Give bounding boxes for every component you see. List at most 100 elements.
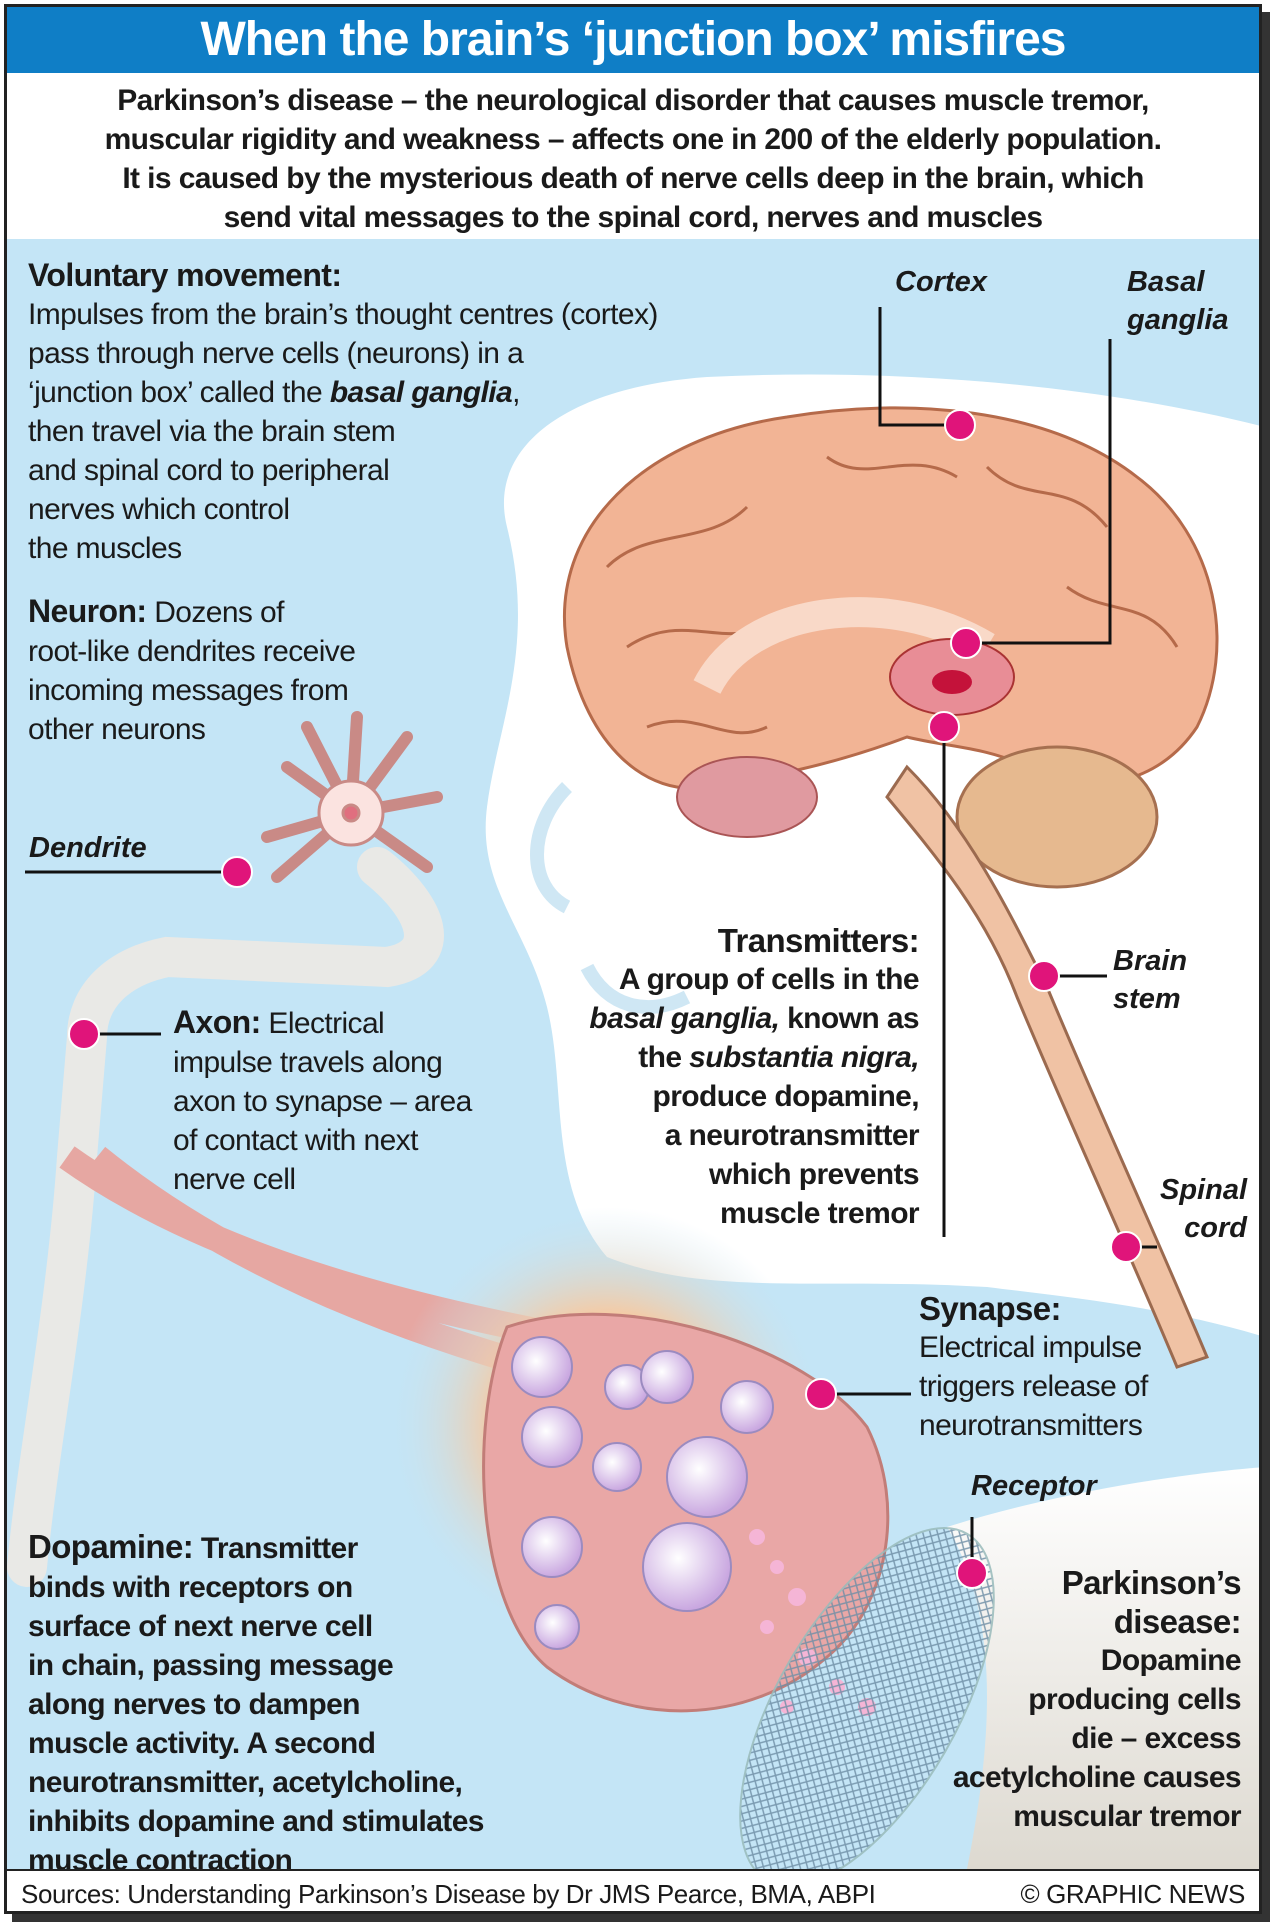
text-line: along nerves to dampen: [28, 1688, 360, 1721]
brain-cerebrum: [563, 406, 1219, 790]
axon-marker: [68, 1018, 100, 1050]
text-line: a neurotransmitter: [664, 1119, 920, 1152]
text-line: die – excess: [1071, 1722, 1241, 1755]
text-segment: Dozens of: [146, 596, 284, 629]
text-segment: ,: [512, 376, 520, 409]
text-line: nerves which control: [28, 493, 290, 526]
text-line: neurotransmitters: [919, 1409, 1143, 1442]
parkinsons-heading: disease:: [1113, 1603, 1242, 1640]
intro-line: send vital messages to the spinal cord, …: [223, 201, 1043, 234]
neuron-cell: [261, 711, 443, 883]
transmitters-text: Transmitters: A group of cells in the ba…: [589, 921, 919, 1233]
text-line: neurotransmitter, acetylcholine,: [28, 1766, 463, 1799]
text-line: A group of cells in the: [618, 963, 920, 996]
parkinsons-text: Parkinson’s disease: Dopamine producing …: [952, 1563, 1242, 1836]
intro-line: It is caused by the mysterious death of …: [122, 162, 1144, 195]
text-line: the substantia nigra,: [589, 1038, 919, 1077]
vesicles: [511, 1336, 774, 1650]
text-line: binds with receptors on: [28, 1571, 353, 1604]
cortex-label: Cortex: [895, 266, 987, 298]
cortex-marker: [944, 409, 976, 441]
basal-ganglia-emphasis: basal ganglia,: [589, 1002, 780, 1035]
text-segment: the: [638, 1041, 690, 1074]
text-line: triggers release of: [919, 1370, 1148, 1403]
label-line: stem: [1113, 983, 1181, 1015]
axon-heading: Axon:: [173, 1004, 261, 1040]
receptor-surface: [739, 1527, 995, 1869]
text-line: the muscles: [28, 532, 182, 565]
text-segment: known as: [779, 1002, 920, 1035]
brain-folds: [605, 455, 1179, 735]
dendrite-marker: [221, 856, 253, 888]
spinal-cord-label: Spinal cord: [1160, 1171, 1247, 1247]
corpus-callosum: [693, 597, 995, 695]
text-line: then travel via the brain stem: [28, 415, 396, 448]
text-line: ‘junction box’ called the basal ganglia,: [28, 373, 658, 412]
label-line: ganglia: [1127, 304, 1229, 336]
synapse-marker: [805, 1378, 837, 1410]
text-line: impulse travels along: [173, 1046, 443, 1079]
intro-line: muscular rigidity and weakness – affects…: [104, 123, 1162, 156]
title: When the brain’s ‘junction box’ misfires: [7, 7, 1259, 73]
text-line: muscle activity. A second: [28, 1727, 376, 1760]
receptor-membrane: [947, 1467, 1259, 1869]
text-line: which prevents: [709, 1158, 920, 1191]
text-line: Dopamine: [1100, 1644, 1242, 1677]
text-line: root-like dendrites receive: [28, 635, 356, 668]
substantia-nigra-emphasis: substantia nigra,: [689, 1041, 919, 1074]
text-line: muscular tremor: [1013, 1800, 1241, 1833]
text-line: produce dopamine,: [652, 1080, 920, 1113]
label-line: Basal: [1127, 266, 1205, 298]
label-line: Brain: [1113, 945, 1188, 977]
illustration: [7, 239, 1259, 1869]
footer: Sources: Understanding Parkinson’s Disea…: [7, 1869, 1259, 1911]
text-line: acetylcholine causes: [952, 1761, 1242, 1794]
neuron-heading: Neuron:: [28, 593, 147, 629]
text-line: pass through nerve cells (neurons) in a: [28, 337, 524, 370]
label-line: cord: [1184, 1212, 1247, 1244]
dopamine-heading: Dopamine:: [28, 1528, 194, 1565]
brain-stem-label: Brain stem: [1113, 942, 1187, 1018]
text-line: incoming messages from: [28, 674, 349, 707]
axon-text: Axon: Electrical impulse travels along a…: [173, 1003, 472, 1199]
text-line: muscle tremor: [720, 1197, 920, 1230]
sources: Sources: Understanding Parkinson’s Disea…: [21, 1879, 876, 1909]
cerebellum: [955, 745, 1159, 889]
dopamine-text: Dopamine: Transmitter binds with recepto…: [28, 1527, 484, 1880]
text-line: axon to synapse – area: [173, 1085, 472, 1118]
label-line: Spinal: [1159, 1174, 1247, 1206]
text-line: producing cells: [1028, 1683, 1241, 1716]
synapse-heading: Synapse:: [919, 1290, 1062, 1327]
text-line: of contact with next: [173, 1124, 418, 1157]
text-line: and spinal cord to peripheral: [28, 454, 390, 487]
intro-text: Parkinson’s disease – the neurological d…: [7, 73, 1259, 239]
text-line: in chain, passing message: [28, 1649, 394, 1682]
text-line: Electrical impulse: [919, 1331, 1142, 1364]
text-line: Impulses from the brain’s thought centre…: [28, 298, 658, 331]
temporal-lobe: [676, 756, 818, 838]
basal-ganglia-label: Basal ganglia: [1127, 263, 1229, 339]
parkinsons-heading: Parkinson’s: [1061, 1564, 1242, 1601]
text-line: surface of next nerve cell: [28, 1610, 373, 1643]
text-line: inhibits dopamine and stimulates: [28, 1805, 484, 1838]
transmitters-heading: Transmitters:: [717, 922, 920, 959]
text-line: nerve cell: [173, 1163, 296, 1196]
dendrite-label: Dendrite: [29, 832, 147, 864]
text-segment: ‘junction box’ called the: [28, 376, 330, 409]
receptor-marker: [956, 1557, 988, 1589]
transmitters-marker: [928, 711, 960, 743]
text-line: basal ganglia, known as: [589, 999, 919, 1038]
text-segment: Electrical: [260, 1007, 385, 1040]
infographic: When the brain’s ‘junction box’ misfires…: [4, 4, 1262, 1914]
voluntary-heading: Voluntary movement:: [28, 257, 342, 293]
text-segment: Transmitter: [193, 1532, 358, 1565]
neuron-text: Neuron: Dozens of root-like dendrites re…: [28, 592, 356, 749]
basal-ganglia-emphasis: basal ganglia: [329, 376, 513, 409]
axon: [7, 847, 444, 1587]
receptor-label: Receptor: [971, 1470, 1097, 1502]
synapse-text: Synapse: Electrical impulse triggers rel…: [919, 1289, 1148, 1445]
brain-stem-marker: [1028, 960, 1060, 992]
spinal-cord: [885, 764, 1210, 1369]
credit: © GRAPHIC NEWS: [1020, 1879, 1246, 1909]
basal-ganglia-marker: [950, 627, 982, 659]
